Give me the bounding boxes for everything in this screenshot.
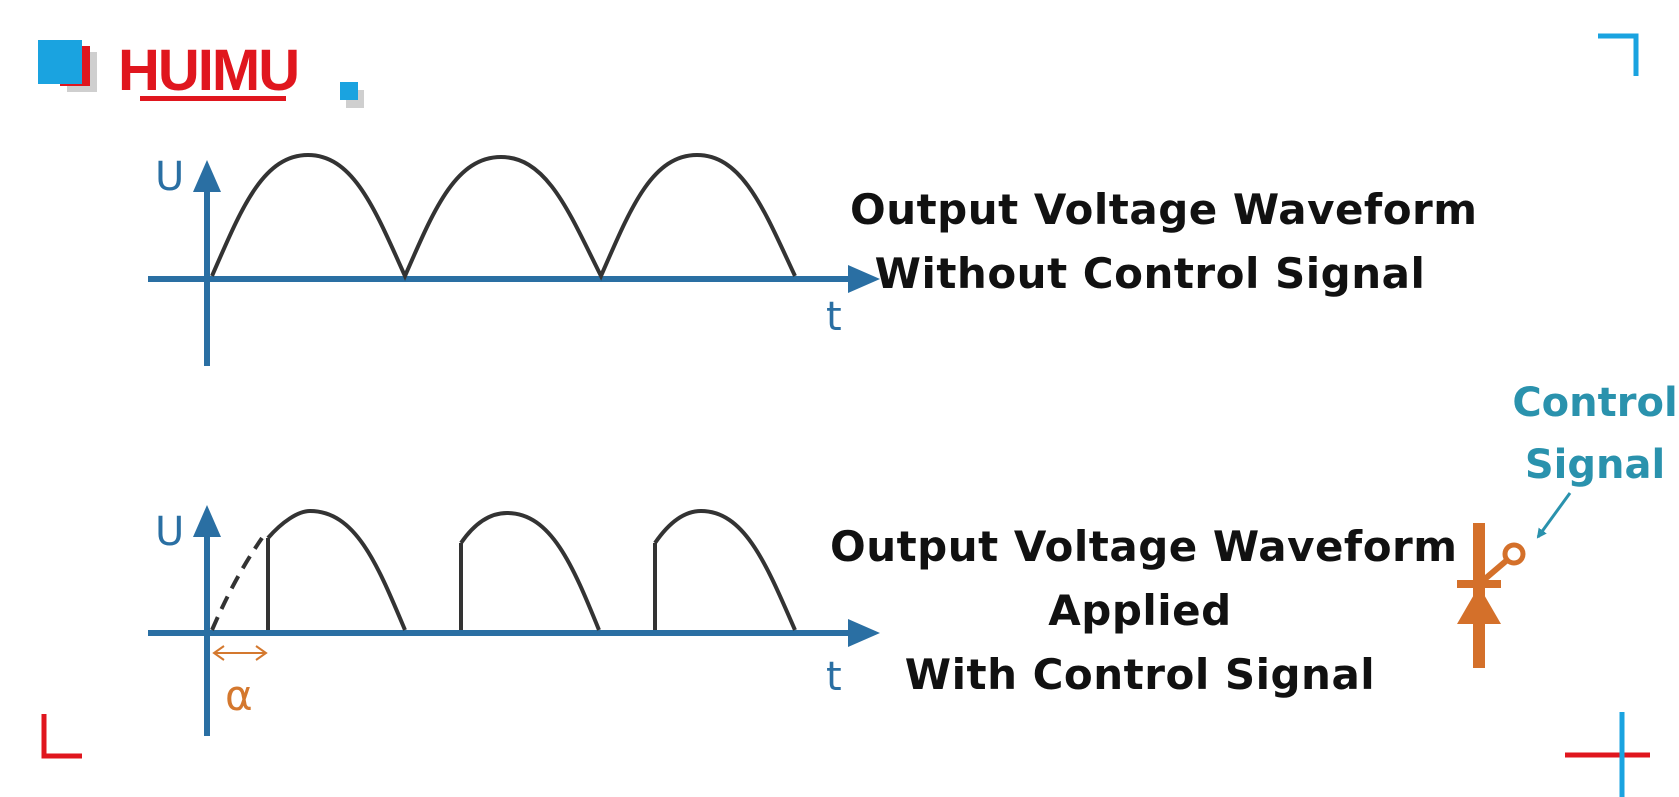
bottom-x-axis-label: t — [826, 654, 842, 700]
bottom-x-axis — [148, 619, 880, 647]
top-rectified-wave — [210, 152, 797, 281]
top-x-axis-label: t — [826, 294, 842, 340]
bottom-chart-caption: Output Voltage Waveform Applied With Con… — [830, 515, 1458, 707]
crosshair-mark-bottom-right — [1565, 712, 1650, 797]
bottom-caption-line-2: Applied — [1048, 586, 1232, 635]
top-y-axis-arrow — [193, 160, 221, 192]
control-signal-label-line-1: Control — [1512, 380, 1678, 426]
bottom-conduction-pulse-1 — [266, 508, 407, 631]
bottom-caption-line-3: With Control Signal — [904, 650, 1376, 699]
alpha-label: α — [225, 671, 253, 720]
logo-underline — [140, 96, 286, 101]
corner-mark-bottom-left — [41, 714, 82, 759]
thyristor-symbol-icon — [1457, 523, 1526, 668]
top-y-axis — [193, 160, 221, 366]
control-signal-label-line-2: Signal — [1524, 442, 1666, 488]
logo-text: HUIMU — [118, 38, 298, 103]
control-signal-label: Control Signal — [1500, 372, 1679, 496]
top-waveform-chart: U t — [148, 152, 880, 366]
bottom-conduction-pulse-2 — [459, 510, 601, 631]
top-x-axis — [148, 265, 880, 293]
top-y-axis-label: U — [155, 154, 184, 200]
bottom-y-axis-arrow — [193, 505, 221, 537]
alpha-firing-angle-indicator — [212, 645, 268, 661]
logo-dot — [340, 82, 358, 100]
huimu-logo: HUIMU — [38, 38, 364, 108]
bottom-suppressed-wave-dashed — [210, 536, 264, 631]
top-caption-line-2: Without Control Signal — [874, 249, 1426, 298]
bottom-caption-line-1: Output Voltage Waveform — [830, 522, 1458, 571]
control-signal-arrow — [1536, 492, 1572, 539]
bottom-conduction-pulse-3 — [653, 508, 797, 631]
thyristor-gate-terminal — [1502, 542, 1526, 566]
bottom-y-axis-label: U — [155, 509, 184, 555]
bottom-x-axis-arrow — [848, 619, 880, 647]
logo-blue-square — [38, 40, 82, 84]
bottom-waveform-chart: U t α — [148, 505, 880, 736]
top-x-axis-arrow — [848, 265, 880, 293]
top-caption-line-1: Output Voltage Waveform — [850, 185, 1478, 234]
top-chart-caption: Output Voltage Waveform Without Control … — [850, 178, 1478, 306]
corner-mark-top-right — [1598, 33, 1639, 76]
